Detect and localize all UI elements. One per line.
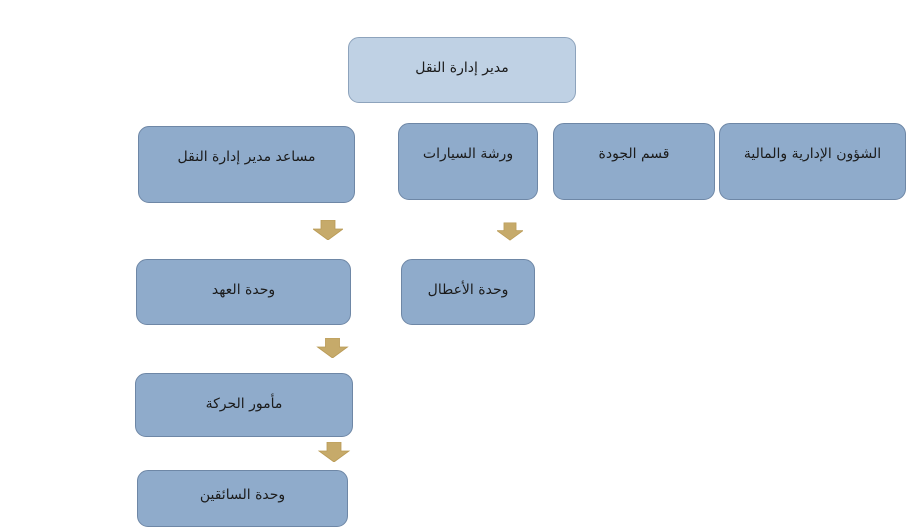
node-breakdowns-unit: وحدة الأعطال — [401, 259, 535, 325]
node-admin-finance: الشؤون الإدارية والمالية — [719, 123, 906, 200]
down-arrow-icon — [313, 220, 343, 240]
node-label: وحدة السائقين — [199, 487, 286, 503]
node-workshop: ورشة السيارات — [398, 123, 538, 200]
node-label: مساعد مدير إدارة النقل — [177, 149, 316, 165]
node-label: مأمور الحركة — [205, 396, 283, 412]
down-arrow-icon — [497, 222, 523, 241]
down-arrow-icon — [316, 338, 349, 358]
node-assistant-director: مساعد مدير إدارة النقل — [138, 126, 355, 203]
node-traffic-officer: مأمور الحركة — [135, 373, 353, 437]
node-label: ورشة السيارات — [422, 146, 514, 162]
node-label: وحدة الأعطال — [427, 282, 509, 298]
node-custody-unit: وحدة العهد — [136, 259, 351, 325]
node-label: وحدة العهد — [211, 282, 276, 298]
down-arrow-icon — [315, 442, 353, 462]
node-label: قسم الجودة — [598, 146, 670, 162]
node-label: مدير إدارة النقل — [415, 60, 509, 76]
node-transport-director: مدير إدارة النقل — [348, 37, 576, 103]
node-label: الشؤون الإدارية والمالية — [743, 146, 882, 162]
node-drivers-unit: وحدة السائقين — [137, 470, 348, 527]
node-quality: قسم الجودة — [553, 123, 715, 200]
